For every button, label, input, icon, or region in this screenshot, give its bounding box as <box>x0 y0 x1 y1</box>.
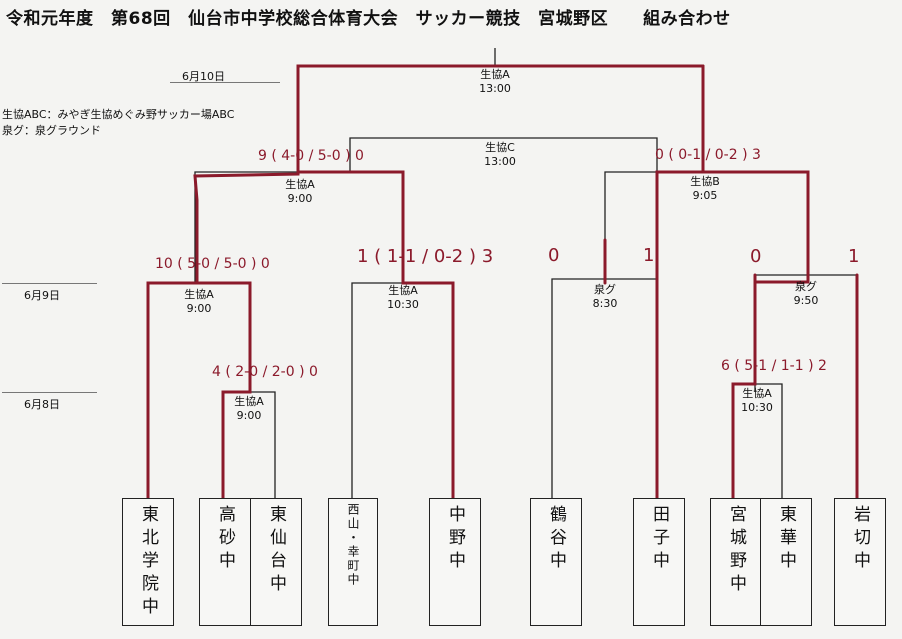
score-qf4-right: 1 <box>848 246 860 267</box>
team-box: 鶴谷中 <box>530 498 582 626</box>
team-name: 中野中 <box>445 505 465 574</box>
team-box: 田子中 <box>633 498 685 626</box>
score-semi-right: 0 ( 0-1 / 0-2 ) 3 <box>655 147 761 163</box>
score-qf2: 1 ( 1-1 / 0-2 ) 3 <box>357 246 494 267</box>
team-name: 田子中 <box>649 505 669 574</box>
venue-legend-izumi: 泉グ：泉グラウンド <box>2 124 101 137</box>
date-line <box>2 392 97 393</box>
score-qf3-left: 0 <box>548 245 560 266</box>
team-box: 東仙台中 <box>250 498 302 626</box>
team-name: 高砂中 <box>215 505 235 574</box>
team-box: 東北学院中 <box>122 498 174 626</box>
team-box: 宮城野中 <box>710 498 762 626</box>
team-box: 東華中 <box>760 498 812 626</box>
team-name: 東華中 <box>776 505 796 574</box>
team-name: 鶴谷中 <box>546 505 566 574</box>
team-box: 岩切中 <box>834 498 886 626</box>
page-title: 令和元年度 第68回 仙台市中学校総合体育大会 サッカー競技 宮城野区 組み合わ… <box>6 9 731 29</box>
team-name: 岩切中 <box>850 505 870 574</box>
team-box: 中野中 <box>429 498 481 626</box>
venue-legend-seikyo: 生協ABC：みやぎ生協めぐみ野サッカー場ABC <box>2 108 235 121</box>
score-r1-left: 4 ( 2-0 / 2-0 ) 0 <box>212 364 318 380</box>
date-label-jun9: 6月9日 <box>24 289 60 302</box>
score-r1-right: 6 ( 5-1 / 1-1 ) 2 <box>721 358 827 374</box>
team-name: 東仙台中 <box>266 505 286 597</box>
team-name: 西山・幸町中 <box>346 503 360 587</box>
date-label-jun10: 6月10日 <box>182 70 225 83</box>
team-box: 西山・幸町中 <box>328 498 378 626</box>
score-qf1: 10 ( 5-0 / 5-0 ) 0 <box>155 256 270 272</box>
team-name: 宮城野中 <box>726 505 746 597</box>
date-label-jun8: 6月8日 <box>24 398 60 411</box>
team-box: 高砂中 <box>199 498 251 626</box>
score-semi-left: 9 ( 4-0 / 5-0 ) 0 <box>258 148 364 164</box>
team-name: 東北学院中 <box>138 505 158 620</box>
score-qf4-left: 0 <box>750 246 762 267</box>
date-line <box>170 82 280 83</box>
date-line <box>2 283 97 284</box>
score-qf3-right: 1 <box>643 245 655 266</box>
